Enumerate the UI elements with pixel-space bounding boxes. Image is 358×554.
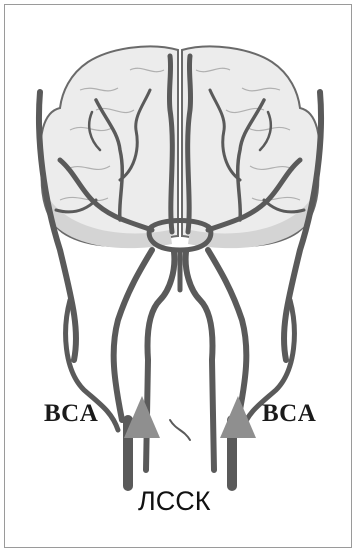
bottom-label: ЛССК: [138, 486, 210, 517]
left-artery-label: BCA: [44, 400, 98, 428]
brain-outline: [41, 46, 320, 248]
right-artery-label: BCA: [262, 400, 316, 428]
